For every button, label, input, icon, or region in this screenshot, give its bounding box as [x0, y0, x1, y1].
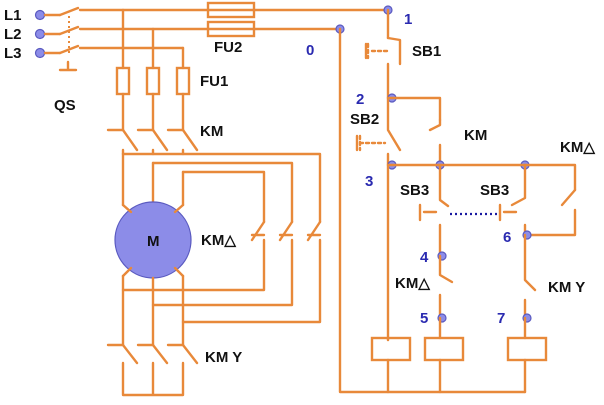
- terminal-l2: [34, 28, 46, 40]
- label-l1: L1: [4, 7, 22, 24]
- node-label-3: 3: [365, 173, 373, 190]
- label-km-main: KM: [200, 123, 223, 140]
- label-sb2: SB2: [350, 111, 379, 128]
- node-label-7: 7: [497, 310, 505, 327]
- supply-terminals: [34, 6, 80, 72]
- fuse-fu1-c: [175, 66, 191, 96]
- fuse-fu1-b: [145, 66, 161, 96]
- node-label-4: 4: [420, 249, 429, 266]
- label-km-y-main: KM Y: [205, 349, 242, 366]
- label-fu2: FU2: [214, 39, 242, 56]
- label-l3: L3: [4, 45, 22, 62]
- node-label-2: 2: [356, 91, 364, 108]
- terminal-l3: [34, 47, 46, 59]
- label-km-delta-main: KM△: [201, 232, 236, 249]
- label-km-aux: KM: [464, 127, 487, 144]
- node-label-6: 6: [503, 229, 511, 246]
- node-label-5: 5: [420, 310, 428, 327]
- label-km-delta-nc: KM△: [395, 275, 430, 292]
- fuse-fu2-bottom: [206, 20, 256, 38]
- label-km-y-nc: KM Y: [548, 279, 585, 296]
- label-l2: L2: [4, 26, 22, 43]
- label-km-delta-no: KM△: [560, 139, 595, 156]
- coil-km-y: [506, 336, 548, 362]
- coil-km: [370, 336, 412, 362]
- label-sb3-right: SB3: [480, 182, 509, 199]
- node-label-1: 1: [404, 11, 412, 28]
- coil-km-delta: [423, 336, 465, 362]
- fuse-fu1-a: [115, 66, 131, 96]
- label-fu1: FU1: [200, 73, 228, 90]
- label-sb1: SB1: [412, 43, 441, 60]
- node-label-0: 0: [306, 42, 314, 59]
- label-qs: QS: [54, 97, 76, 114]
- terminal-l1: [34, 9, 46, 21]
- label-sb3-left: SB3: [400, 182, 429, 199]
- label-motor: M: [147, 233, 160, 250]
- fuse-fu2-top: [206, 1, 256, 19]
